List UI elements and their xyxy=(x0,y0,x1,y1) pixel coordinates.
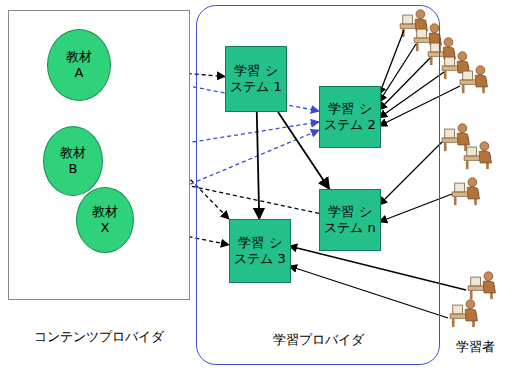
system-box: 学習 システム 3 xyxy=(229,219,291,283)
node-label: 学習 システム 1 xyxy=(229,63,283,94)
learner-group xyxy=(400,10,495,327)
node-label: 学習 システム 2 xyxy=(323,101,377,132)
group-label: コンテンツプロバイダ xyxy=(9,329,189,345)
learning-provider-group: 学習プロバイダ 学習 システム 1 学習 システム 2 学習 システム n 学習 システ… xyxy=(196,5,440,365)
material-ellipse: 教材 A xyxy=(47,29,111,101)
group-label: 学習者 xyxy=(456,338,495,356)
node-label: 教材 X xyxy=(88,204,122,235)
material-ellipse: 教材 X xyxy=(76,187,134,253)
content-provider-panel: コンテンツプロバイダ教材 A教材 B教材 X xyxy=(8,10,190,300)
system-box: 学習 システム n xyxy=(319,189,381,251)
node-label: 学習 システム 3 xyxy=(233,235,287,266)
node-label: 教材 B xyxy=(56,145,90,176)
system-box: 学習 システム 1 xyxy=(225,46,287,112)
system-box: 学習 システム 2 xyxy=(319,86,381,148)
node-label: 学習 システム n xyxy=(323,204,377,235)
group-label: 学習プロバイダ xyxy=(197,332,439,348)
node-label: 教材 A xyxy=(62,49,96,80)
material-ellipse: 教材 B xyxy=(43,126,103,196)
flow-arrow xyxy=(257,112,259,219)
